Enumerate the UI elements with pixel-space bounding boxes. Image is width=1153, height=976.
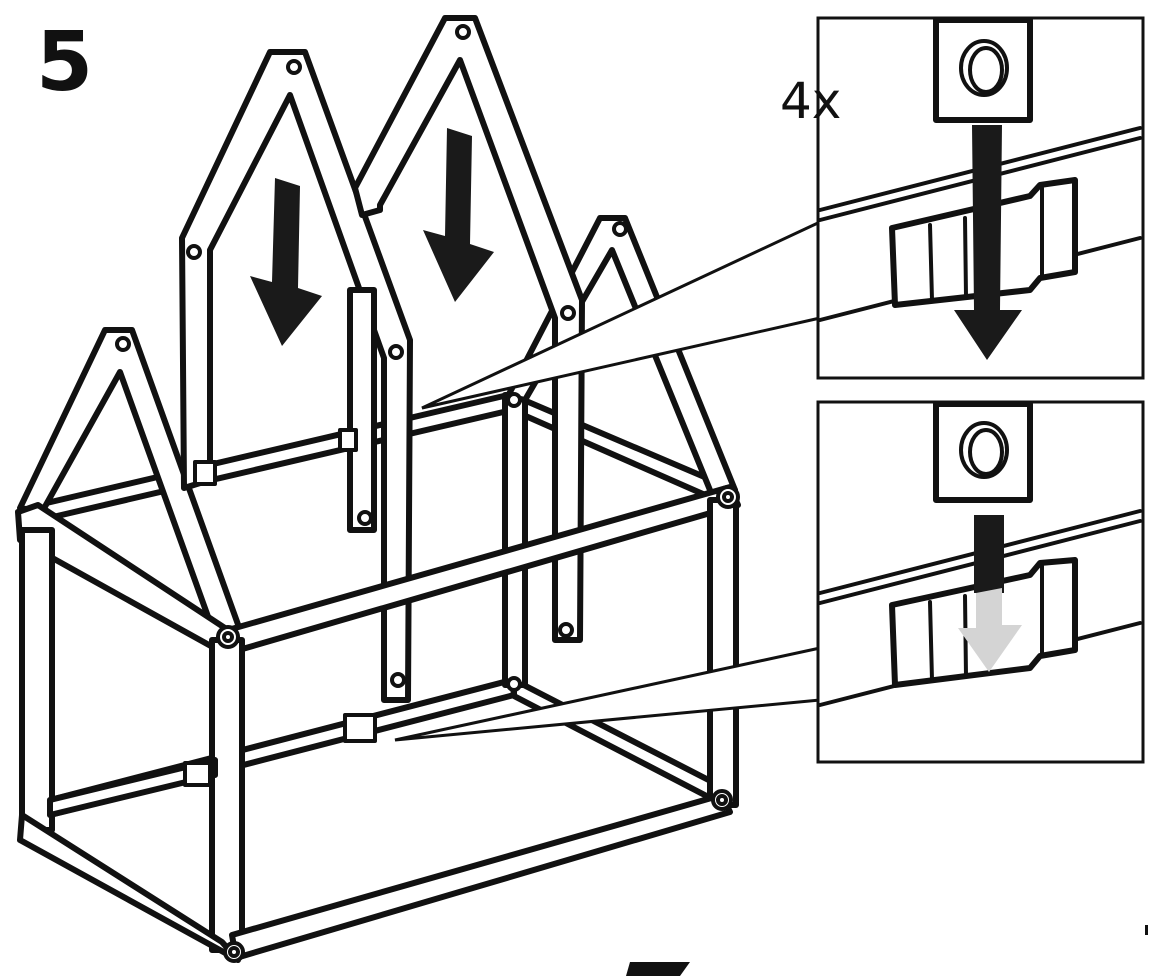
frame-front-rails (15, 392, 741, 963)
hole-tab-icon (933, 401, 1033, 503)
headboard-panel-right (352, 15, 585, 643)
down-arrow-icon (250, 178, 322, 346)
quantity-label: 4x (780, 72, 842, 130)
step-number: 5 (36, 15, 94, 110)
page-edge-fragment (626, 925, 1148, 976)
down-arrow-icon (958, 588, 1022, 672)
detail-box-top (816, 16, 1145, 380)
down-arrow-icon (954, 125, 1022, 360)
down-arrow-icon (423, 128, 494, 302)
hole-tab-icon (933, 17, 1033, 123)
detail-box-bottom (816, 400, 1145, 764)
